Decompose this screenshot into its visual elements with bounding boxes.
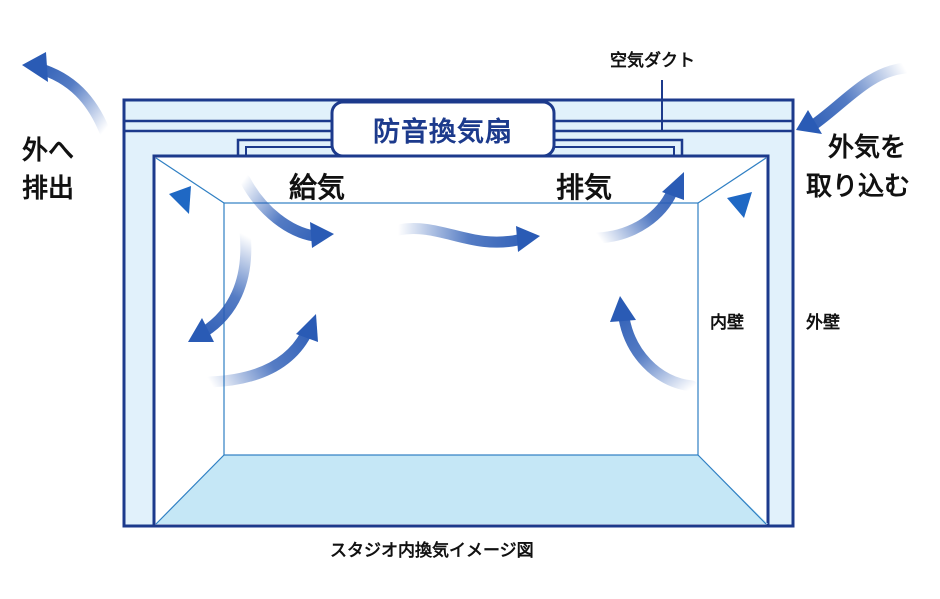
speaker-right (727, 192, 752, 218)
intake-label-line-1: 外気を (828, 133, 907, 163)
room-edge-br (697, 454, 767, 525)
outlet-label-line-1: 外へ (22, 136, 75, 166)
soundproof-fan (330, 100, 556, 158)
room-floor (156, 455, 768, 524)
outer-wall-label: 外壁 (806, 313, 840, 333)
diagram-caption: スタジオ内換気イメージ図 (330, 541, 534, 561)
arrow-exhaust (592, 172, 684, 244)
intake-label-line-2: 取り込む (806, 172, 911, 202)
room-edge-tr (697, 157, 767, 204)
arrow-exhaust-out (22, 52, 111, 138)
outlet-label-line-2: 排出 (22, 174, 75, 204)
arrow-down-left (188, 226, 252, 342)
room-back-wall (223, 202, 699, 456)
room-edge-tl (155, 157, 225, 204)
inner-wall-label: 内壁 (710, 313, 744, 333)
speaker-left (169, 186, 191, 214)
duct-label: 空気ダクト (610, 51, 695, 71)
arrow-supply (239, 174, 334, 248)
arrow-up-right (610, 296, 698, 392)
exhaust-label: 排気 (556, 171, 613, 204)
room-edge-bl (155, 454, 225, 525)
arrow-intake-in (796, 62, 911, 134)
supply-label: 給気 (289, 171, 346, 204)
fan-label: 防音換気扇 (373, 116, 513, 148)
arrow-middle (392, 223, 540, 252)
arrow-up-left (204, 314, 318, 388)
